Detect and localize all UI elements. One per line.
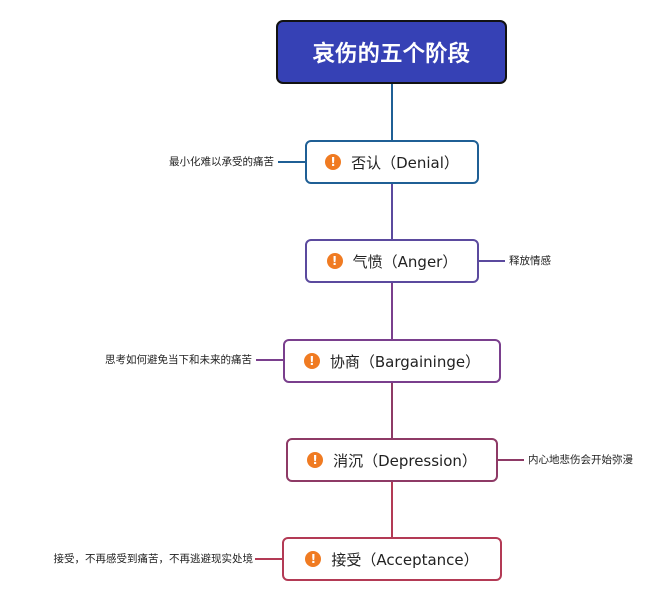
note-denial: 最小化难以承受的痛苦 xyxy=(169,156,274,168)
stage-denial[interactable]: ! 否认（Denial） xyxy=(305,140,479,184)
exclamation-circle-icon: ! xyxy=(307,452,324,468)
stage-acceptance[interactable]: ! 接受（Acceptance） xyxy=(282,537,502,581)
stage-bargaining[interactable]: ! 协商（Bargaininge） xyxy=(283,339,501,383)
note-anger: 释放情感 xyxy=(509,255,551,267)
stage-depression[interactable]: ! 消沉（Depression） xyxy=(286,438,498,482)
stage-label: 接受（Acceptance） xyxy=(331,550,479,569)
stage-label: 协商（Bargaininge） xyxy=(329,352,481,371)
exclamation-circle-icon: ! xyxy=(326,253,343,269)
central-topic-label: 哀伤的五个阶段 xyxy=(312,42,471,67)
stage-label: 消沉（Depression） xyxy=(333,451,477,470)
exclamation-circle-icon: ! xyxy=(303,353,320,369)
note-bargaining: 思考如何避免当下和未来的痛苦 xyxy=(105,354,252,366)
stage-label: 否认（Denial） xyxy=(351,153,459,172)
exclamation-circle-icon: ! xyxy=(305,551,322,567)
note-depression: 内心地悲伤会开始弥漫 xyxy=(528,454,633,466)
central-topic[interactable]: 哀伤的五个阶段 xyxy=(276,20,507,84)
stage-anger[interactable]: ! 气愤（Anger） xyxy=(305,239,479,283)
exclamation-circle-icon: ! xyxy=(325,154,342,170)
note-acceptance: 接受，不再感受到痛苦，不再逃避现实处境 xyxy=(53,553,254,565)
stage-label: 气愤（Anger） xyxy=(352,252,458,271)
